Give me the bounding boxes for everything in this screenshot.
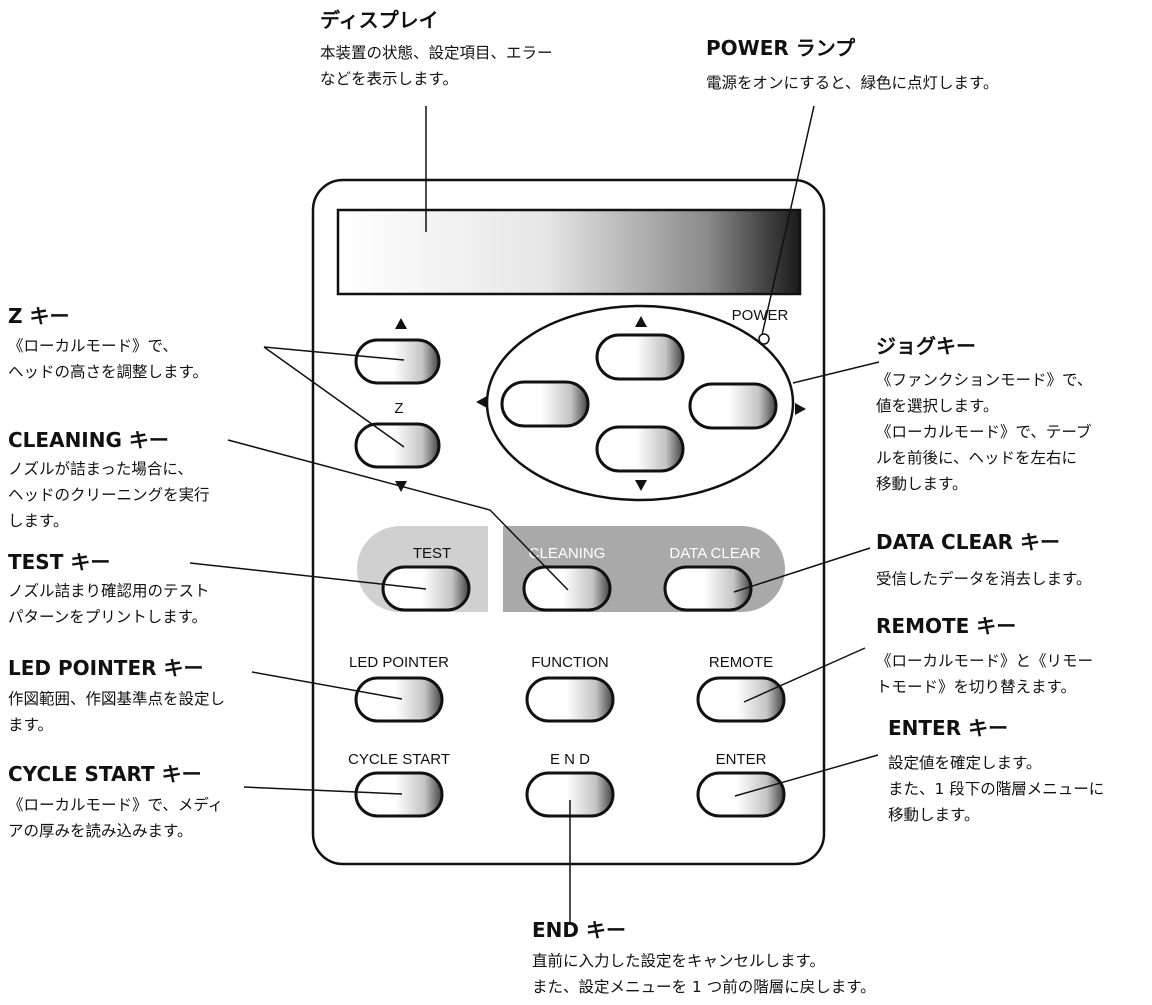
led-pointer-key[interactable] <box>354 676 444 723</box>
callout-line: 直前に入力した設定をキャンセルします。 <box>532 952 825 970</box>
callout-line: ヘッドの高さを調整します。 <box>8 363 208 381</box>
cycle-start-callout-title: CYCLE START キー <box>8 762 202 786</box>
callout-line: します。 <box>8 512 69 530</box>
test-leader <box>189 562 427 590</box>
callout-line: 移動します。 <box>888 806 980 824</box>
data-clear-key-label: DATA CLEAR <box>669 545 760 562</box>
callout-line: 設定値を確定します。 <box>888 754 1042 772</box>
z-up-key[interactable] <box>354 338 441 385</box>
remote-key[interactable] <box>696 676 786 723</box>
led-pointer-callout-text: 作図範囲、作図基準点を設定し ます。 <box>8 686 225 738</box>
callout-line: 受信したデータを消去します。 <box>876 570 1092 588</box>
z-callout-title: Z キー <box>8 304 70 328</box>
z-up-arrow-icon <box>395 318 407 329</box>
cycle-start-callout-text: 《ローカルモード》で、メディ アの厚みを読み込みます。 <box>8 792 223 844</box>
callout-line: 《ローカルモード》で、 <box>8 337 178 355</box>
remote-key-label: REMOTE <box>709 654 773 671</box>
callout-line: ます。 <box>8 716 53 734</box>
callout-line: 作図範囲、作図基準点を設定し <box>8 690 226 708</box>
jog-down-arrow-icon <box>635 480 647 491</box>
remote-callout-text: 《ローカルモード》と《リモー トモード》を切り替えます。 <box>876 648 1093 700</box>
power-callout-text: 電源をオンにすると、緑色に点灯します。 <box>706 70 999 96</box>
callout-line: 移動します。 <box>876 475 968 493</box>
z-callout-text: 《ローカルモード》で、 ヘッドの高さを調整します。 <box>8 333 208 385</box>
callout-line: 《ローカルモード》と《リモー <box>876 652 1094 670</box>
power-leader <box>761 105 815 336</box>
jog-left-arrow-icon <box>476 396 487 408</box>
jog-up-key[interactable] <box>595 333 685 381</box>
callout-line: などを表示します。 <box>320 70 458 88</box>
data-clear-callout-title: DATA CLEAR キー <box>876 530 1060 554</box>
z-leader-down <box>263 346 405 448</box>
callout-line: ルを前後に、ヘッドを左右に <box>876 449 1078 467</box>
jog-callout-title: ジョグキー <box>876 334 976 358</box>
callout-line: 《ローカルモード》で、メディ <box>8 796 224 814</box>
callout-line: 《ローカルモード》で、テーブ <box>876 423 1092 441</box>
display-callout-title: ディスプレイ <box>320 8 439 32</box>
jog-up-arrow-icon <box>635 316 647 327</box>
display-screen[interactable] <box>336 208 802 296</box>
enter-leader <box>734 754 879 797</box>
test-callout-text: ノズル詰まり確認用のテスト パターンをプリントします。 <box>8 578 210 630</box>
remote-callout-title: REMOTE キー <box>876 614 1017 638</box>
callout-line: 本装置の状態、設定項目、エラー <box>320 44 553 62</box>
z-down-key[interactable] <box>354 422 441 469</box>
callout-line: ノズル詰まり確認用のテスト <box>8 582 210 600</box>
power-callout-title: POWER ランプ <box>706 36 856 60</box>
callout-line: また、設定メニューを 1 つ前の階層に戻します。 <box>532 978 876 996</box>
jog-right-key[interactable] <box>688 382 778 430</box>
cleaning-callout-text: ノズルが詰まった場合に、 ヘッドのクリーニングを実行 します。 <box>8 456 210 534</box>
cycle-start-leader <box>243 786 403 795</box>
callout-line: ノズルが詰まった場合に、 <box>8 460 193 478</box>
callout-line: アの厚みを読み込みます。 <box>8 822 193 840</box>
callout-line: 値を選択します。 <box>876 397 999 415</box>
function-key[interactable] <box>525 676 615 723</box>
enter-key-label: ENTER <box>716 751 767 768</box>
test-callout-title: TEST キー <box>8 550 111 574</box>
data-clear-leader <box>733 547 871 593</box>
end-callout-title: END キー <box>532 918 626 942</box>
end-key-label: E N D <box>550 751 590 768</box>
test-key-label: TEST <box>413 545 451 562</box>
callout-line: 電源をオンにすると、緑色に点灯します。 <box>706 74 999 92</box>
function-key-label: FUNCTION <box>531 654 609 671</box>
z-leader-up <box>263 346 405 361</box>
jog-down-key[interactable] <box>595 425 685 473</box>
jog-right-arrow-icon <box>795 403 806 415</box>
display-callout-text: 本装置の状態、設定項目、エラー などを表示します。 <box>320 40 553 92</box>
callout-line: トモード》を切り替えます。 <box>876 678 1076 696</box>
cleaning-leader <box>227 439 569 591</box>
enter-callout-text: 設定値を確定します。 また、1 段下の階層メニューに 移動します。 <box>888 750 1104 828</box>
data-clear-key[interactable] <box>663 565 753 612</box>
z-key-label: Z <box>394 400 403 417</box>
enter-callout-title: ENTER キー <box>888 716 1009 740</box>
jog-left-key[interactable] <box>500 380 590 428</box>
led-pointer-leader <box>251 671 403 700</box>
jog-callout-text: 《ファンクションモード》で、 値を選択します。 《ローカルモード》で、テーブ ル… <box>876 367 1092 497</box>
jog-leader <box>792 361 880 384</box>
power-lamp-label: POWER <box>732 307 789 324</box>
led-pointer-callout-title: LED POINTER キー <box>8 656 204 680</box>
end-callout-text: 直前に入力した設定をキャンセルします。 また、設定メニューを 1 つ前の階層に戻… <box>532 948 876 1000</box>
callout-line: ヘッドのクリーニングを実行 <box>8 486 210 504</box>
cleaning-key-label: CLEANING <box>529 545 606 562</box>
cycle-start-key-label: CYCLE START <box>348 751 450 768</box>
data-clear-callout-text: 受信したデータを消去します。 <box>876 566 1091 592</box>
callout-line: パターンをプリントします。 <box>8 608 208 626</box>
callout-line: また、1 段下の階層メニューに <box>888 780 1105 798</box>
cleaning-callout-title: CLEANING キー <box>8 428 169 452</box>
remote-leader <box>743 647 866 703</box>
callout-line: 《ファンクションモード》で、 <box>876 371 1093 389</box>
led-pointer-key-label: LED POINTER <box>349 654 449 671</box>
power-lamp <box>758 333 770 345</box>
